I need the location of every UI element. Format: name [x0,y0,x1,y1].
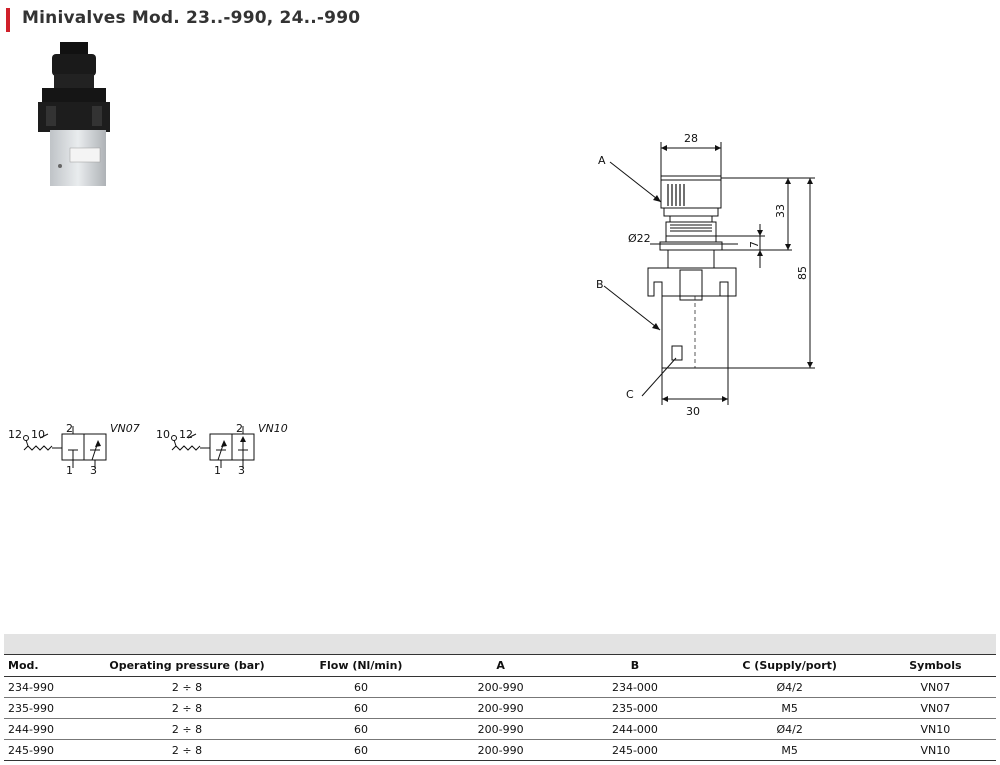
label-b: B [596,278,604,291]
table-row: 245-990 2 ÷ 8 60 200-990 245-000 M5 VN10 [4,739,996,761]
page-title: Minivalves Mod. 23..-990, 24..-990 [22,8,361,28]
cell-flow: 60 [286,697,436,719]
symbol-vn07: 12 10 2 1 3 VN07 [8,422,140,477]
dim-diameter: Ø22 [628,232,651,245]
symbol-vn10-port-top: 2 [236,422,243,435]
cell-symbol: VN07 [874,676,996,698]
cell-flow: 60 [286,739,436,761]
cell-c: M5 [704,697,875,719]
symbol-vn07-port-left: 12 [8,428,22,441]
cell-b: 234-000 [565,676,705,698]
col-header-pressure: Operating pressure (bar) [87,654,287,677]
cell-mod: 235-990 [4,697,88,719]
cell-a: 200-990 [435,739,566,761]
product-photo [38,42,110,186]
cell-pressure: 2 ÷ 8 [87,697,287,719]
symbol-vn07-label: VN07 [110,422,140,435]
cell-mod: 244-990 [4,718,88,740]
cell-flow: 60 [286,676,436,698]
symbol-vn10: 10 12 2 1 3 VN10 [156,422,288,477]
col-header-flow: Flow (Nl/min) [286,654,436,677]
symbol-vn10-port-left: 10 [156,428,170,441]
symbol-vn07-port-1: 1 [66,464,73,477]
table-header-row: Mod. Operating pressure (bar) Flow (Nl/m… [4,654,996,677]
cell-pressure: 2 ÷ 8 [87,739,287,761]
cell-b: 235-000 [565,697,705,719]
symbol-vn10-port-3: 3 [238,464,245,477]
cell-b: 245-000 [565,739,705,761]
col-header-b: B [565,654,705,677]
table-row: 235-990 2 ÷ 8 60 200-990 235-000 M5 VN07 [4,697,996,719]
spec-table-wrap: Mod. Operating pressure (bar) Flow (Nl/m… [4,634,996,761]
col-header-c: C (Supply/port) [704,654,875,677]
cell-c: Ø4/2 [704,676,875,698]
title-accent-bar [6,8,10,32]
cell-flow: 60 [286,718,436,740]
cell-symbol: VN10 [874,718,996,740]
symbol-vn10-port-1: 1 [214,464,221,477]
col-header-mod: Mod. [4,654,88,677]
table-header-band [4,634,996,654]
cell-mod: 245-990 [4,739,88,761]
dim-height-85: 85 [796,266,809,280]
cell-symbol: VN07 [874,697,996,719]
cell-a: 200-990 [435,718,566,740]
cell-a: 200-990 [435,697,566,719]
symbol-vn07-port-right: 10 [31,428,45,441]
table-row: 244-990 2 ÷ 8 60 200-990 244-000 Ø4/2 VN… [4,718,996,740]
cell-c: M5 [704,739,875,761]
dim-width-bottom: 30 [686,405,700,418]
cell-a: 200-990 [435,676,566,698]
symbol-vn07-port-3: 3 [90,464,97,477]
col-header-a: A [435,654,566,677]
cell-pressure: 2 ÷ 8 [87,676,287,698]
spec-table: Mod. Operating pressure (bar) Flow (Nl/m… [4,654,996,761]
symbol-vn07-port-top: 2 [66,422,73,435]
cell-symbol: VN10 [874,739,996,761]
dim-height-7: 7 [748,241,761,248]
dim-height-33: 33 [774,204,787,218]
dim-width-top: 28 [684,132,698,145]
symbol-vn10-label: VN10 [258,422,288,435]
col-header-symbols: Symbols [874,654,996,677]
label-c: C [626,388,634,401]
symbol-vn10-port-right: 12 [179,428,193,441]
dimension-drawing: 28 30 33 7 85 Ø22 A B C [596,132,815,418]
cell-b: 244-000 [565,718,705,740]
cell-pressure: 2 ÷ 8 [87,718,287,740]
label-a: A [598,154,606,167]
cell-mod: 234-990 [4,676,88,698]
cell-c: Ø4/2 [704,718,875,740]
table-row: 234-990 2 ÷ 8 60 200-990 234-000 Ø4/2 VN… [4,676,996,698]
